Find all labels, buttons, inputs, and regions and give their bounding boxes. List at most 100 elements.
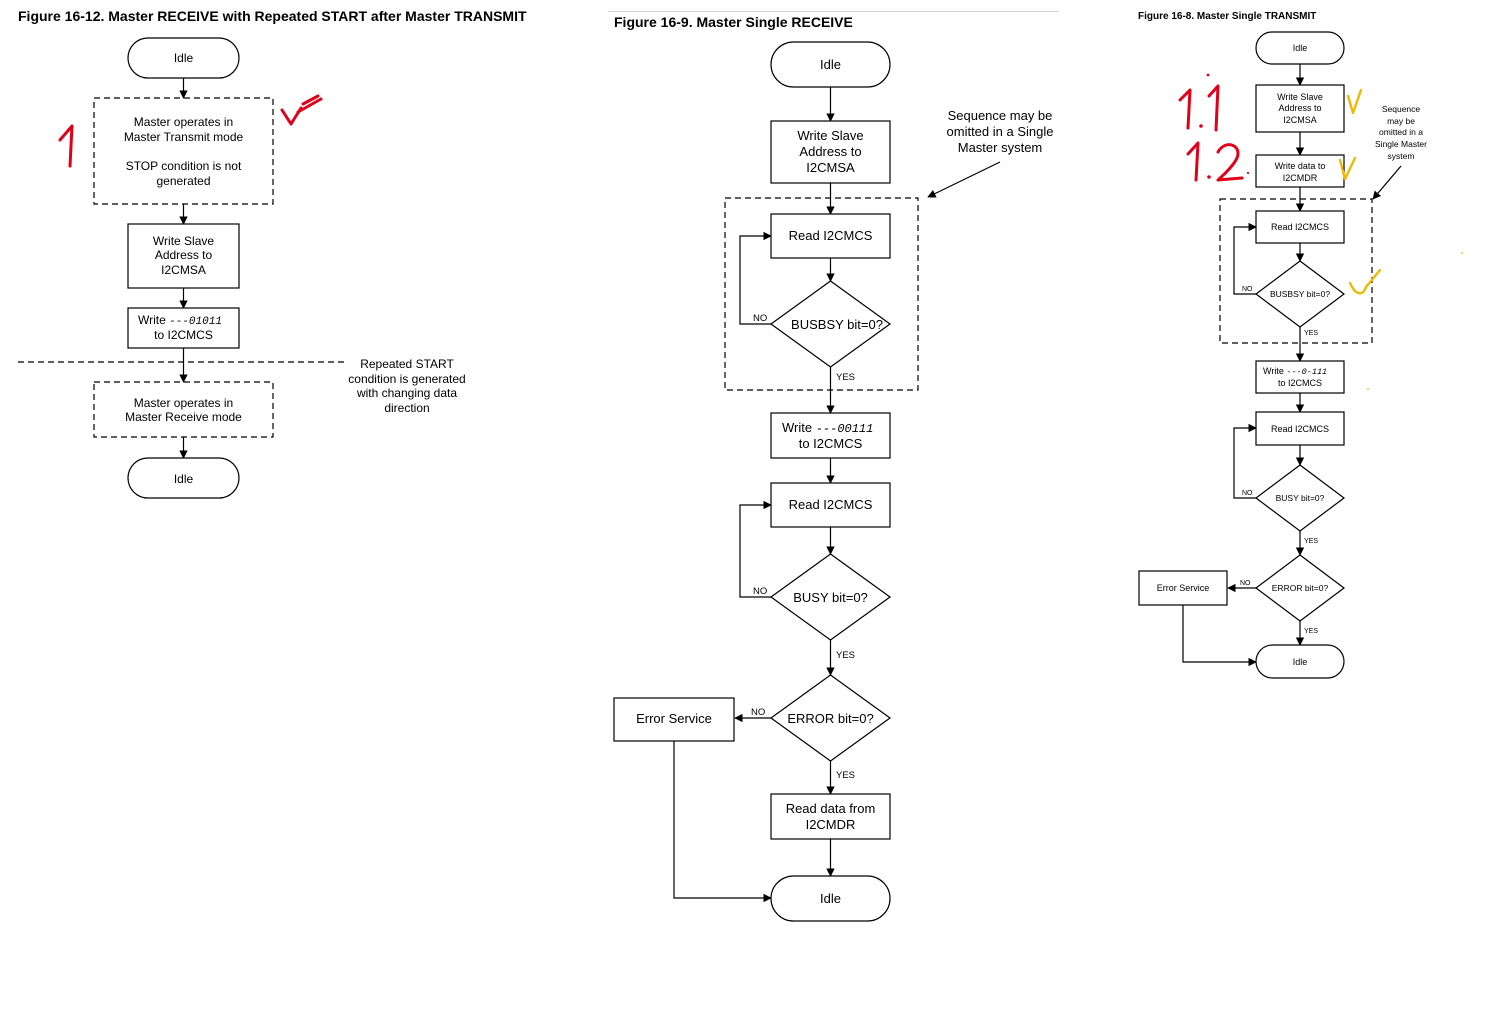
annotation-step-1-mark [58,124,74,168]
fig12-receive-mode-line2: Master Receive mode [125,410,242,424]
fig8-error-service-return [1182,605,1257,667]
fig12-transmit-mode-line2: Master Transmit mode [124,130,244,144]
annotation-step-1-1-dot [1199,124,1203,128]
yellow-check-icon [1346,88,1363,115]
annotation-step-1-2-mark-a [1186,141,1200,182]
fig9-error-label: ERROR bit=0? [787,711,873,726]
fig12-write-control-box [127,307,240,349]
fig12-stop-note-line2: generated [156,174,210,188]
fig12-repeated-start-line2: condition is generated [348,372,465,386]
fig8-write-control-line2: to I2CMCS [1278,378,1322,388]
fig8-write-data-line1: Write data to [1275,161,1326,171]
fig9-error-service-label: Error Service [636,711,712,726]
fig8-busbsy-no-loop [1233,222,1257,295]
fig8-write-slave-box [1255,84,1345,133]
fig8-error-service-label: Error Service [1157,583,1210,593]
fig9-busbsy-no-loop [739,231,772,325]
fig9-write-slave-line3: I2CMSA [806,160,855,175]
fig9-idle-end-label: Idle [820,891,841,906]
fig12-transmit-mode-box [93,97,274,205]
fig9-write-control-line1: Write ---00111 [782,420,873,436]
fig8-busy-no-label: NO [1242,490,1253,497]
fig8-read-status-label-2: Read I2CMCS [1271,424,1329,434]
fig12-receive-mode-line1: Master operates in [134,396,233,410]
fig8-write-data-line2: I2CMDR [1283,173,1318,183]
fig8-read-status-label-1: Read I2CMCS [1271,222,1329,232]
fig9-busy-no-label: NO [753,586,767,597]
fig8-idle-end-terminal [1255,644,1345,679]
fig8-busbsy-no-label: NO [1242,286,1253,293]
fig9-write-control-box [770,412,891,459]
fig8-idle-start-label: Idle [1293,43,1308,53]
fig8-busy-no-loop [1233,423,1257,499]
fig9-read-data-line2: I2CMDR [806,817,856,832]
fig8-busbsy-yes-label: YES [1304,330,1318,337]
fig12-write-slave-line3: I2CMSA [161,263,206,277]
fig8-write-slave-line3: I2CMSA [1283,115,1317,125]
fig12-idle-end-terminal [127,457,240,499]
fig12-title: Figure 16-12. Master RECEIVE with Repeat… [18,8,527,24]
fig9-read-status-label-1: Read I2CMCS [789,228,873,243]
fig8-sequence-note-line1: Sequence [1382,104,1421,114]
fig12-write-control-line1: Write ---01011 [138,313,222,328]
fig9-sequence-note-line1: Sequence may be [948,108,1053,123]
fig8-sequence-note-line5: system [1388,151,1415,161]
fig9-idle-end-terminal [770,875,891,922]
figure-16-9: Figure 16-9. Master Single RECEIVE Idle … [608,11,1058,922]
fig8-busbsy-label: BUSBSY bit=0? [1270,289,1330,299]
yellow-check-icon [1348,268,1382,295]
fig12-transmit-mode-line1: Master operates in [134,115,233,129]
fig9-read-data-box [770,793,891,840]
fig9-sequence-note-line3: Master system [958,140,1043,155]
fig12-idle-start-label: Idle [174,51,194,65]
fig9-idle-start-label: Idle [820,57,841,72]
red-check-icon [280,94,323,126]
fig8-busy-yes-label: YES [1304,538,1318,545]
fig9-title: Figure 16-9. Master Single RECEIVE [614,14,853,30]
fig8-write-slave-line1: Write Slave [1277,92,1323,102]
annotation-step-1-1-mark-a [1178,88,1192,130]
fig9-error-no-label: NO [751,707,765,718]
fig8-sequence-note-pointer [1372,165,1402,200]
fig8-write-control-line1: Write ---0-111 [1263,366,1327,377]
fig12-repeated-start-line1: Repeated START [360,357,454,371]
figure-16-12: Figure 16-12. Master RECEIVE with Repeat… [18,8,527,499]
annotation-ink-speck-4 [1367,388,1369,390]
fig8-sequence-note-line4: Single Master [1375,139,1427,149]
fig12-idle-end-label: Idle [174,472,194,486]
fig9-busbsy-no-label: NO [753,313,767,324]
fig9-busbsy-label: BUSBSY bit=0? [791,317,883,332]
fig8-error-yes-label: YES [1304,628,1318,635]
fig8-error-service-box [1138,570,1228,606]
fig12-repeated-start-line3: with changing data [356,386,457,400]
fig12-write-slave-box [127,223,240,289]
fig9-error-service-box [613,697,735,742]
fig8-sequence-note-line2: may be [1387,116,1415,126]
fig8-idle-end-label: Idle [1293,657,1308,667]
fig9-error-service-return [673,741,772,903]
fig12-stop-note-line1: STOP condition is not [126,159,242,173]
fig9-busbsy-yes-label: YES [836,372,855,383]
fig9-write-slave-line2: Address to [799,144,861,159]
fig12-repeated-start-line4: direction [384,401,429,415]
fig8-write-data-box [1255,154,1345,188]
fig9-read-status-box-2 [770,482,891,528]
fig8-error-label: ERROR bit=0? [1272,583,1329,593]
fig9-busy-label: BUSY bit=0? [793,590,868,605]
fig9-write-slave-line1: Write Slave [797,128,863,143]
annotation-ink-speck-3 [1461,252,1463,254]
fig9-busy-no-loop [739,500,772,598]
fig9-error-yes-label: YES [836,770,855,781]
annotation-step-1-2-dot [1207,175,1211,179]
annotation-ink-speck-2 [1246,171,1250,175]
fig9-busy-yes-label: YES [836,650,855,661]
fig12-write-slave-line1: Write Slave [153,234,214,248]
fig8-sequence-note-line3: omitted in a [1379,127,1423,137]
fig9-read-data-line1: Read data from [786,801,876,816]
fig9-read-status-label-2: Read I2CMCS [789,497,873,512]
handwritten-annotations [58,73,1463,390]
fig9-sequence-note-pointer [927,161,1001,198]
fig9-optional-sequence-box [724,197,919,391]
